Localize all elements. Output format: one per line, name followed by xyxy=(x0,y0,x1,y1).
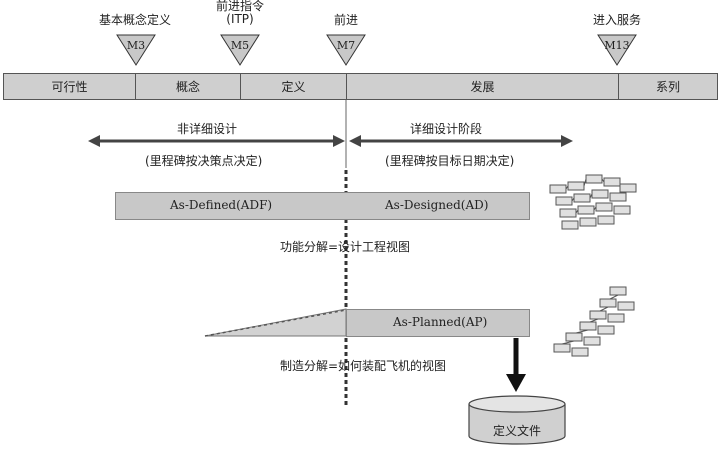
document-cylinder-shape xyxy=(468,395,566,445)
milestone-m7-code: M7 xyxy=(336,39,356,52)
as-planned-wedge xyxy=(204,308,347,337)
milestone-m3-code: M3 xyxy=(126,39,146,52)
as-defined-label: As-Defined(ADF) xyxy=(170,198,273,212)
functional-tree-icon xyxy=(549,174,637,230)
manufacturing-decomposition-caption: 制造分解=如何装配飞机的视图 xyxy=(280,359,447,373)
right-stage-arrow xyxy=(349,135,573,147)
adf-ad-bar xyxy=(115,192,530,220)
milestone-m7-label-line1: 前进 xyxy=(333,13,359,27)
down-arrow xyxy=(506,338,526,392)
phase-concept: 概念 xyxy=(136,74,241,99)
as-designed-label: As-Designed(AD) xyxy=(385,198,489,212)
milestone-m5-marker: M5 xyxy=(220,34,260,66)
as-planned-label: As-Planned(AP) xyxy=(393,315,488,329)
phase-feasibility: 可行性 xyxy=(4,74,136,99)
functional-decomposition-caption: 功能分解=设计工程视图 xyxy=(280,240,411,254)
milestone-m7-label: 前进 xyxy=(334,14,358,27)
milestone-m13-label-line1: 进入服务 xyxy=(592,13,642,27)
milestone-m5-label: 前进指令 (ITP) xyxy=(216,0,264,26)
milestone-m13-label: 进入服务 xyxy=(593,14,641,27)
non-detailed-design-title: 非详细设计 xyxy=(177,122,238,136)
detailed-design-note: (里程碑按目标日期决定) xyxy=(385,154,515,168)
definition-document-label: 定义文件 xyxy=(492,424,541,438)
left-stage-arrow xyxy=(88,135,345,147)
manufacturing-tree-icon xyxy=(553,286,635,357)
milestone-m5-label-line2: (ITP) xyxy=(226,12,254,26)
phase-bar: 可行性 概念 定义 发展 系列 xyxy=(3,73,718,100)
milestone-m5-code: M5 xyxy=(230,39,250,52)
milestone-m3-marker: M3 xyxy=(116,34,156,66)
phase-series: 系列 xyxy=(655,80,680,94)
non-detailed-design-note: (里程碑按决策点决定) xyxy=(145,154,263,168)
detailed-design-title: 详细设计阶段 xyxy=(410,122,483,136)
milestone-m3-label-line1: 基本概念定义 xyxy=(98,13,172,27)
phase-definition: 定义 xyxy=(241,74,347,99)
milestone-m13-marker: M13 xyxy=(597,34,637,66)
milestone-m3-label: 基本概念定义 xyxy=(99,14,171,27)
milestone-m7-marker: M7 xyxy=(326,34,366,66)
milestone-m13-code: M13 xyxy=(604,39,630,52)
phase-development: 发展 xyxy=(347,74,619,99)
as-planned-bar xyxy=(346,309,530,337)
milestone-m5-label-line1: 前进指令 xyxy=(215,0,265,13)
